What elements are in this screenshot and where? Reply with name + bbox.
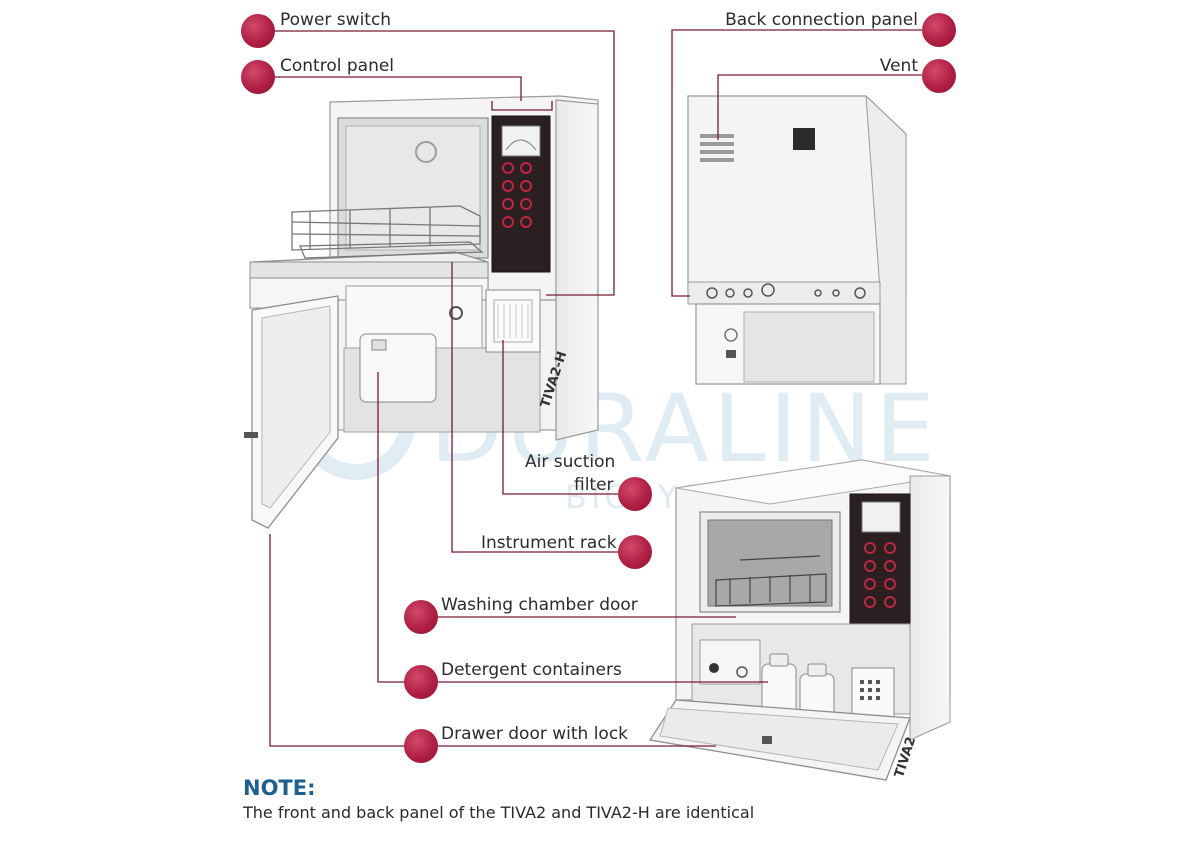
back-view-unit — [687, 94, 907, 385]
callout-dot-power-switch — [241, 14, 275, 48]
callout-dot-washing-chamber-door — [404, 600, 438, 634]
callout-dot-instrument-rack — [618, 535, 652, 569]
callout-dot-detergent-containers — [404, 665, 438, 699]
callout-dot-back-connection-panel — [922, 13, 956, 47]
callout-instrument-rack: Instrument rack — [481, 533, 617, 553]
callout-control-panel: Control panel — [280, 56, 395, 76]
callout-drawer-door-with-lock: Drawer door with lock — [441, 724, 629, 744]
callout-washing-chamber-door: Washing chamber door — [441, 595, 638, 615]
tiva2-h-unit — [244, 95, 599, 529]
note-title: NOTE: — [243, 776, 316, 800]
callout-dot-vent — [922, 59, 956, 93]
callout-vent: Vent — [879, 56, 918, 76]
callout-air-suction-filter-line2: filter — [574, 475, 614, 495]
callout-back-connection-panel: Back connection panel — [725, 10, 918, 30]
callout-power-switch: Power switch — [280, 10, 392, 30]
tiva2-unit — [648, 459, 951, 781]
leader-lines — [269, 29, 922, 747]
callout-dot-air-suction-filter — [618, 477, 652, 511]
callout-detergent-containers: Detergent containers — [441, 660, 622, 680]
callout-dot-control-panel — [241, 60, 275, 94]
callout-dot-drawer-door-with-lock — [404, 729, 438, 763]
note-text: The front and back panel of the TIVA2 an… — [243, 803, 755, 822]
callout-air-suction-filter-line1: Air suction — [525, 452, 616, 472]
